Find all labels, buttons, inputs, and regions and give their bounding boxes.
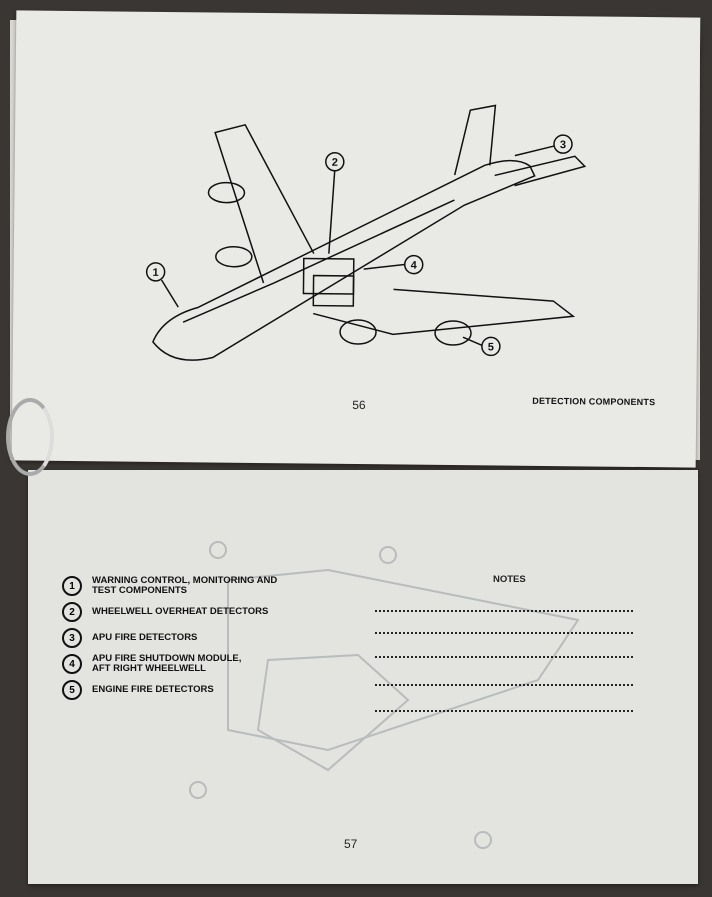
- legend-label: WARNING CONTROL, MONITORING AND TEST COM…: [92, 575, 278, 596]
- notes-line: [375, 656, 633, 658]
- legend-item: 5 ENGINE FIRE DETECTORS: [62, 680, 322, 700]
- page-56: 1 2 3 4 5 56 DETECTION COMPONENTS: [11, 10, 701, 468]
- legend-number: 3: [62, 628, 82, 648]
- callouts: [145, 134, 573, 357]
- legend-item: 3 APU FIRE DETECTORS: [62, 628, 322, 648]
- legend-label: WHEELWELL OVERHEAT DETECTORS: [92, 606, 269, 617]
- page-number: 57: [344, 837, 358, 851]
- legend-label: APU FIRE DETECTORS: [92, 632, 198, 643]
- notes-title: NOTES: [493, 574, 526, 585]
- legend-item: 4 APU FIRE SHUTDOWN MODULE, AFT RIGHT WHE…: [62, 654, 322, 674]
- legend-number: 2: [62, 602, 82, 622]
- notes-line: [375, 710, 633, 712]
- legend: 1 WARNING CONTROL, MONITORING AND TEST CO…: [62, 576, 322, 706]
- page-number: 56: [352, 397, 366, 413]
- legend-label: ENGINE FIRE DETECTORS: [92, 684, 214, 695]
- bleed-through-diagram: [189, 541, 580, 849]
- notes-line: [375, 684, 633, 686]
- legend-number: 1: [62, 576, 82, 596]
- legend-item: 2 WHEELWELL OVERHEAT DETECTORS: [62, 602, 322, 622]
- legend-number: 5: [62, 680, 82, 700]
- callout-5: 5: [488, 341, 494, 353]
- legend-number: 4: [62, 654, 82, 674]
- notes-line: [375, 610, 633, 612]
- callout-1: 1: [153, 267, 159, 279]
- callout-2: 2: [332, 157, 338, 169]
- binder-ring: [6, 398, 54, 476]
- page-caption: DETECTION COMPONENTS: [532, 395, 656, 408]
- page-57: 1 WARNING CONTROL, MONITORING AND TEST CO…: [28, 470, 698, 884]
- legend-item: 1 WARNING CONTROL, MONITORING AND TEST CO…: [62, 576, 322, 596]
- callout-4: 4: [411, 260, 418, 272]
- airplane-cutaway-diagram: 1 2 3 4 5: [145, 104, 587, 361]
- notes-line: [375, 632, 633, 634]
- callout-3: 3: [560, 139, 566, 151]
- legend-label: APU FIRE SHUTDOWN MODULE, AFT RIGHT WHEE…: [92, 653, 242, 674]
